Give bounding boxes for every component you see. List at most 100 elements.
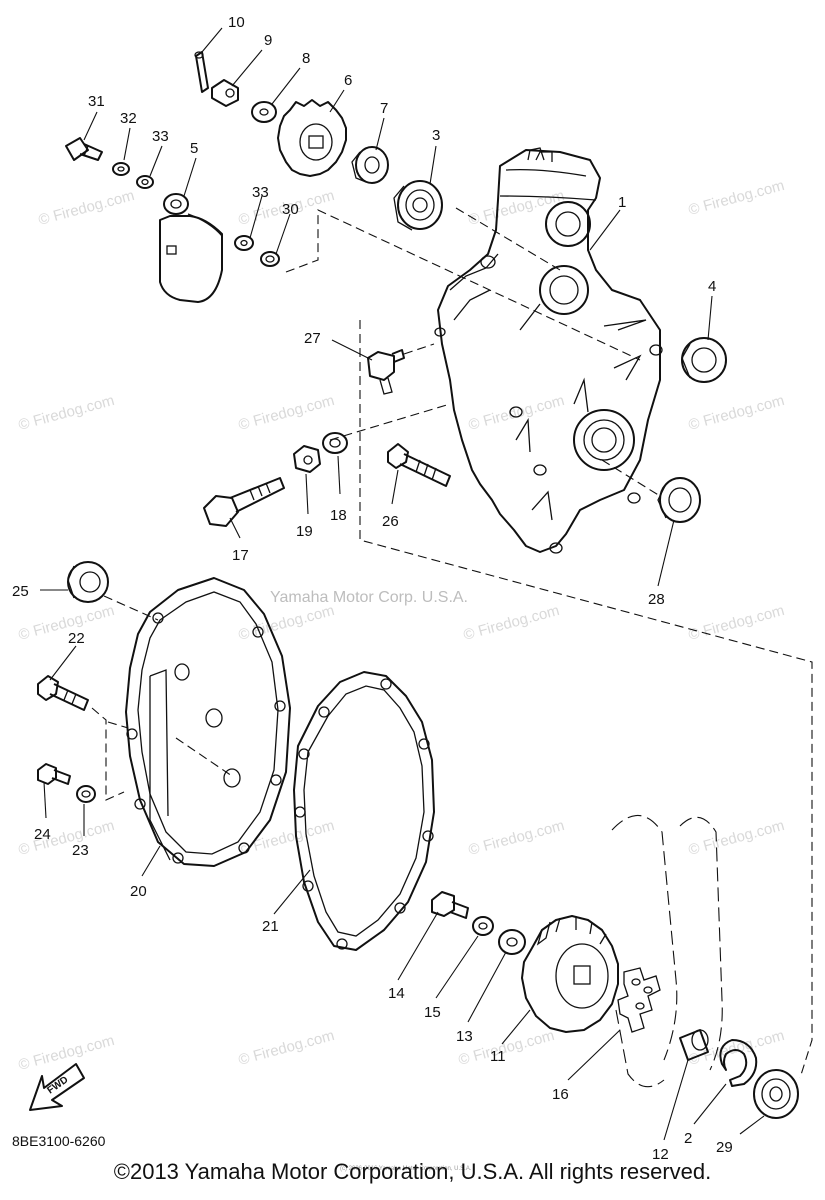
callout-26: 26: [382, 513, 399, 530]
callout-5: 5: [190, 140, 198, 157]
nut-19: [293, 445, 321, 473]
callout-2: 2: [684, 1130, 692, 1147]
watermark-brand: Yamaha Motor Corp. U.S.A.: [270, 589, 468, 606]
callout-7: 7: [380, 100, 388, 117]
watermark-firedog: © Firedog.com: [467, 817, 567, 859]
callout-3: 3: [432, 127, 440, 144]
callout-9: 9: [264, 32, 272, 49]
watermark-firedog: © Firedog.com: [467, 187, 567, 229]
watermark-firedog: © Firedog.com: [687, 602, 787, 644]
watermark-firedog: © Firedog.com: [17, 817, 117, 859]
assembly-lines: [91, 207, 813, 1079]
watermark-firedog: © Firedog.com: [462, 602, 562, 644]
watermark-firedog: © Firedog.com: [17, 602, 117, 644]
watermark-firedog: © Firedog.com: [467, 392, 567, 434]
callout-6: 6: [344, 72, 352, 89]
bolt-24: [37, 763, 71, 785]
fwd-label: FWD: [45, 1074, 70, 1096]
callout-19: 19: [296, 523, 313, 540]
oil-seal-28: [657, 477, 701, 523]
watermark-firedog: © Firedog.com: [17, 392, 117, 434]
gasket-21: [293, 671, 435, 951]
callout-21: 21: [262, 918, 279, 935]
washer-8: [251, 101, 277, 123]
callout-17: 17: [232, 547, 249, 564]
bolt-14: [431, 891, 469, 919]
fine-print: (c) 2006-2016 Yamaha Motor Corporation, …: [340, 1166, 472, 1172]
washer-15: [472, 916, 494, 936]
washer-15-hole: [478, 922, 488, 930]
bearing-3: [393, 180, 443, 231]
leader-lines: [40, 27, 765, 1141]
bearing-29: [753, 1069, 799, 1119]
callout-labels: 10 9 8 6 7 3 1 4 31 32 33 5 33 30 27 18 …: [12, 14, 733, 1163]
collar-12: [679, 1029, 709, 1061]
nut-9: [211, 79, 239, 107]
watermark-firedog: © Firedog.com: [687, 817, 787, 859]
callout-25: 25: [12, 583, 29, 600]
diagram-code: 8BE3100-6260: [12, 1133, 106, 1149]
washer-33-lower-hole: [240, 239, 248, 247]
bolt-26: [387, 443, 451, 487]
washer-33-hole: [141, 178, 149, 186]
callout-29: 29: [716, 1139, 733, 1156]
sprocket-11: [521, 915, 619, 1033]
callout-4: 4: [708, 278, 716, 295]
washer-23-hole: [81, 790, 91, 798]
callout-32: 32: [120, 110, 137, 127]
callout-24: 24: [34, 826, 51, 843]
chain-case-cover-20: [125, 577, 291, 867]
bolt-22: [37, 675, 89, 711]
oil-seal-4: [681, 337, 727, 383]
callout-16: 16: [552, 1086, 569, 1103]
washer-32-hole: [117, 166, 125, 172]
fwd-arrow: FWD: [29, 1063, 85, 1111]
chain-case-housing-1: [434, 147, 663, 554]
callout-23: 23: [72, 842, 89, 859]
bolt-17: [203, 477, 285, 527]
washer-33: [136, 175, 154, 189]
washer-8-hole: [259, 108, 269, 116]
washer-33-lower: [234, 235, 254, 251]
washer-13: [498, 929, 526, 955]
callout-22: 22: [68, 630, 85, 647]
callout-20: 20: [130, 883, 147, 900]
callout-14: 14: [388, 985, 405, 1002]
callout-33-lower: 33: [252, 184, 269, 201]
copyright-notice: ©2013 Yamaha Motor Corporation, U.S.A. A…: [113, 1159, 712, 1184]
watermark-firedog: © Firedog.com: [687, 177, 787, 219]
watermark-firedog: © Firedog.com: [17, 1032, 117, 1074]
callout-30: 30: [282, 201, 299, 218]
washer-23: [76, 785, 96, 803]
watermark-firedog: © Firedog.com: [237, 392, 337, 434]
washer-13-hole: [506, 937, 518, 947]
bolt-31: [65, 137, 103, 161]
watermark-firedog: © Firedog.com: [687, 392, 787, 434]
drive-chain-16: [611, 815, 723, 1088]
callout-28: 28: [648, 591, 665, 608]
watermark-firedog: © Firedog.com: [237, 1027, 337, 1069]
bearing-25: [67, 561, 109, 603]
sprocket-6: [277, 99, 347, 177]
bushing-7: [351, 146, 389, 184]
callout-8: 8: [302, 50, 310, 67]
callout-1: 1: [618, 194, 626, 211]
callout-11: 11: [490, 1048, 506, 1065]
collar-30-hole: [265, 255, 275, 263]
callout-27: 27: [304, 330, 321, 347]
callout-12: 12: [652, 1146, 669, 1163]
circlip-2: [719, 1039, 758, 1087]
callout-33-upper: 33: [152, 128, 169, 145]
grease-nipple-27: [367, 349, 405, 395]
callout-10: 10: [228, 14, 245, 31]
watermark-firedog: © Firedog.com: [37, 187, 137, 229]
washer-18: [322, 432, 348, 454]
washer-32: [112, 162, 130, 176]
callout-15: 15: [424, 1004, 441, 1021]
watermark-firedog: © Firedog.com: [237, 602, 337, 644]
watermark-layer: © Firedog.com © Firedog.com © Firedog.co…: [17, 177, 787, 1074]
callout-13: 13: [456, 1028, 473, 1045]
cotter-pin-10: [194, 51, 209, 93]
callout-31: 31: [88, 93, 105, 110]
